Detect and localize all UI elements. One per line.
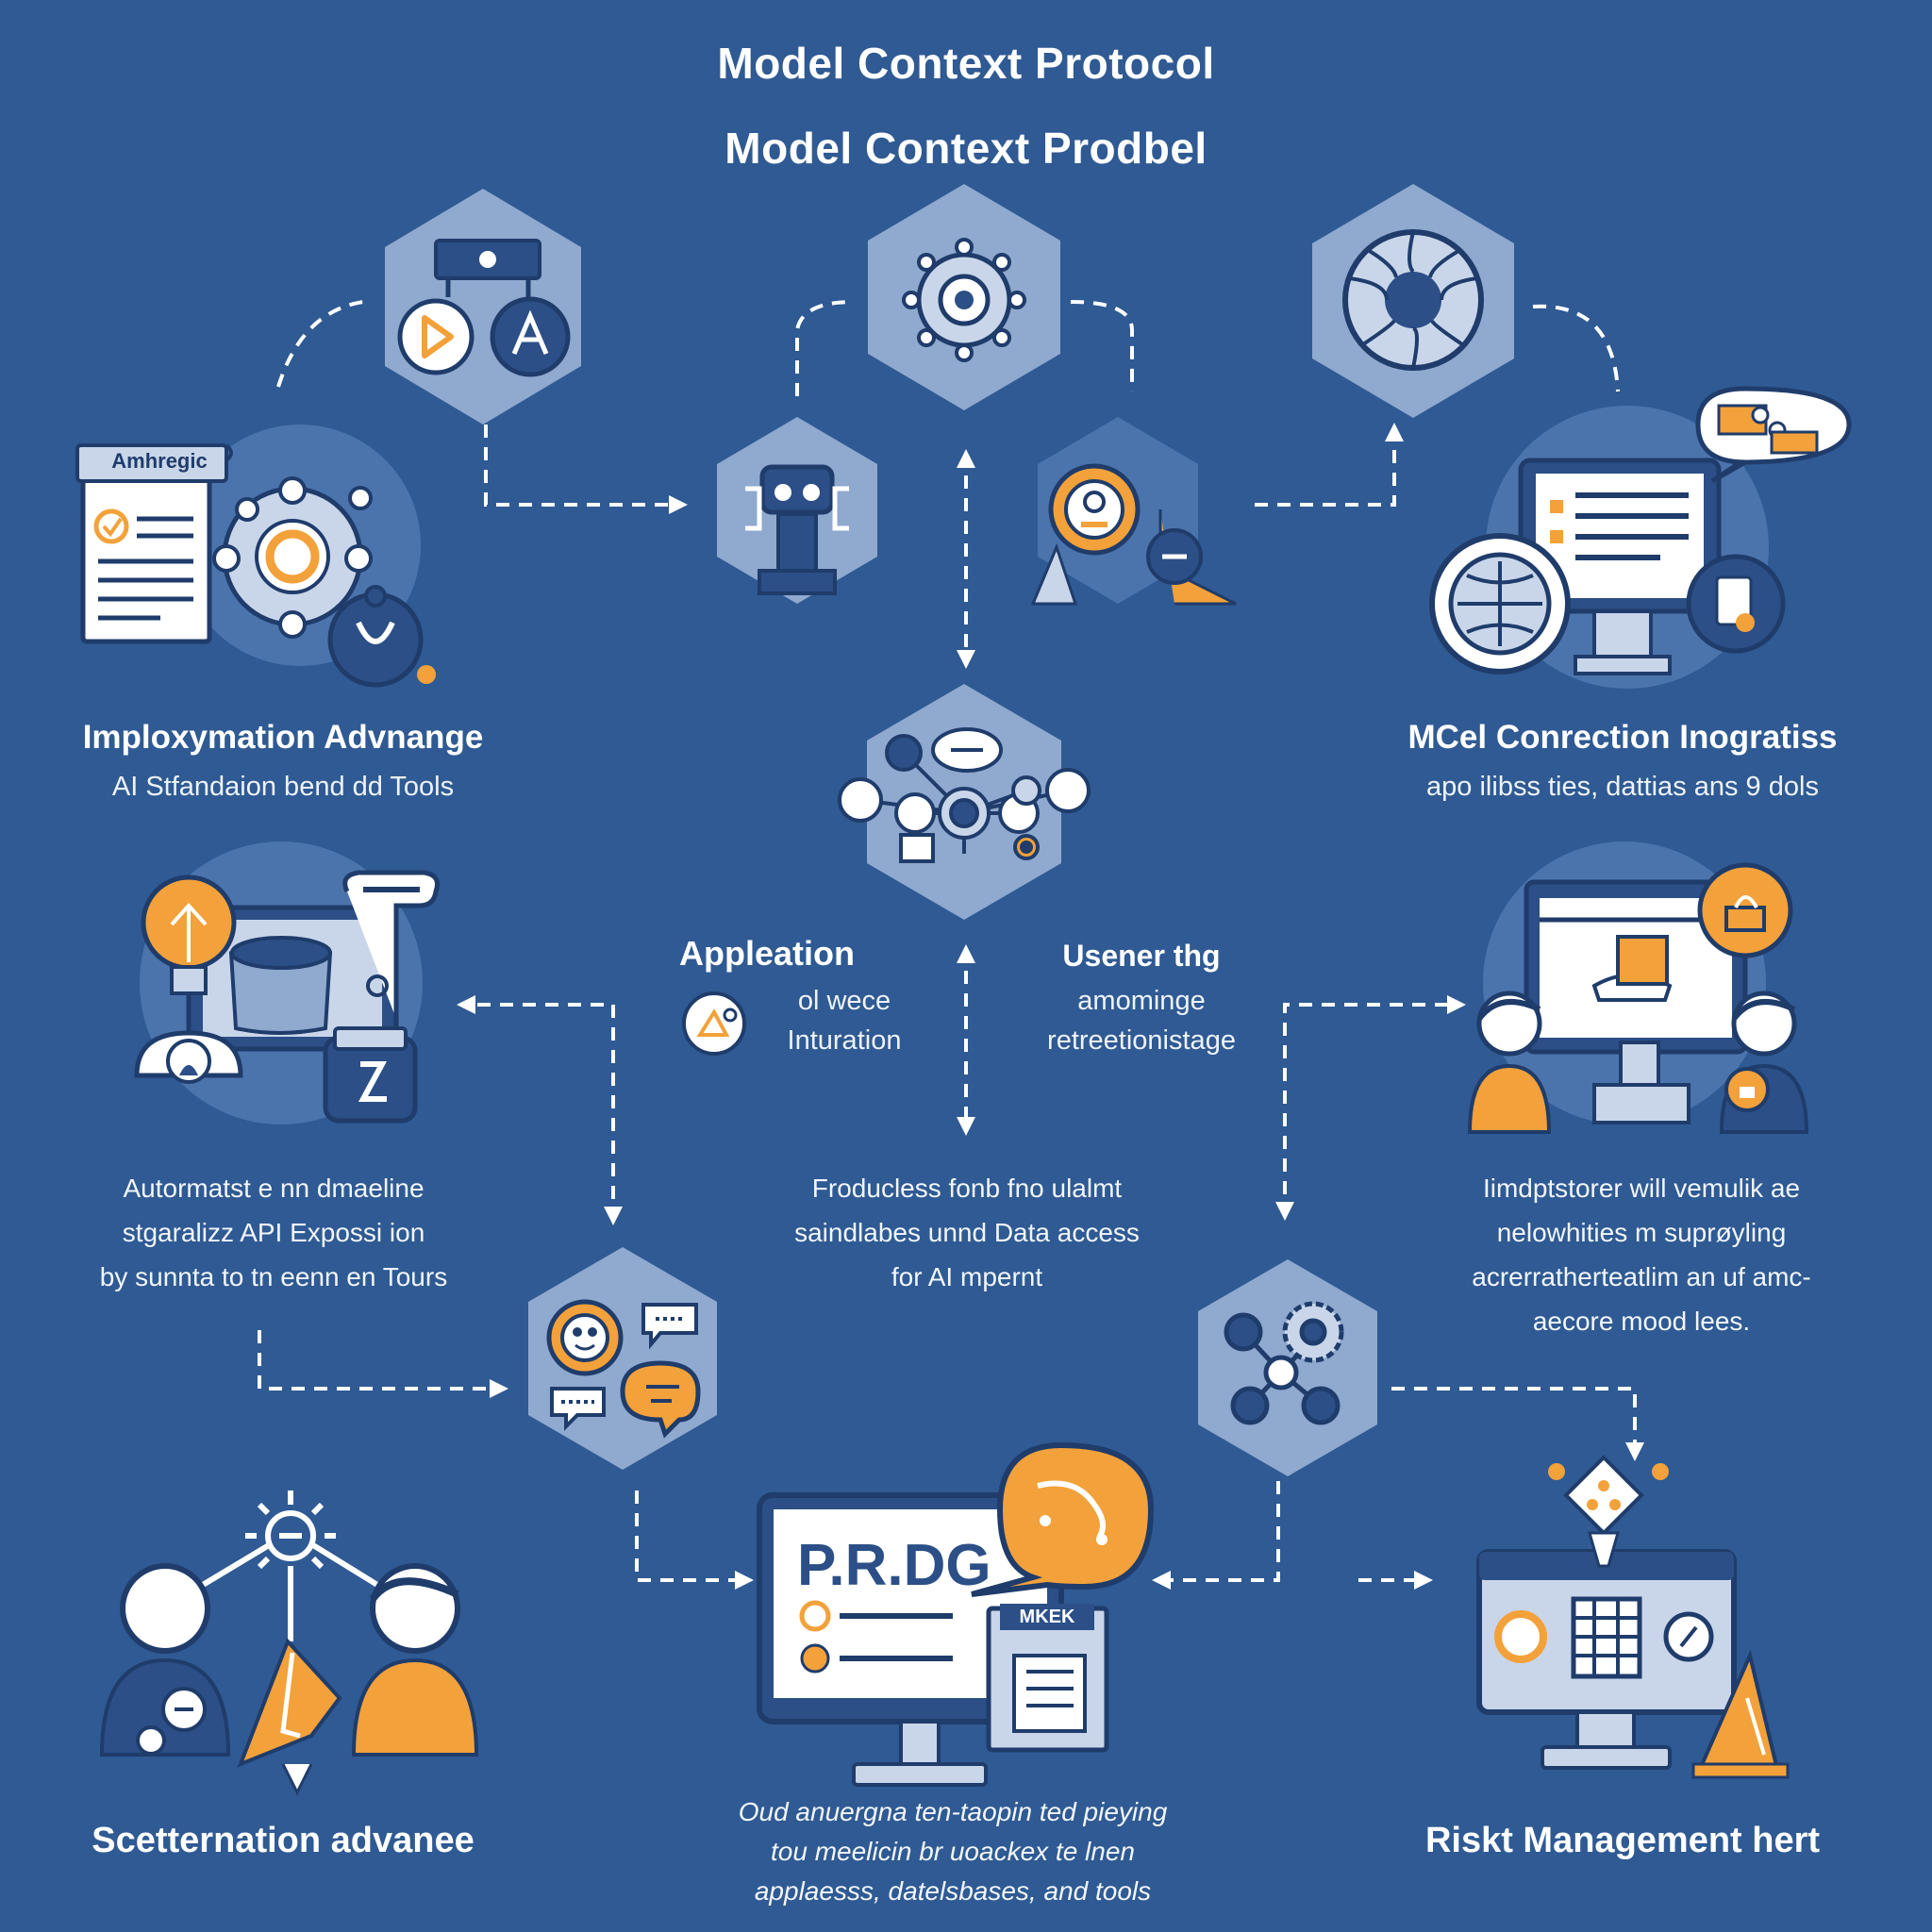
top-right-heading: MCel Conrection Inogratiss [1407,719,1838,756]
dashboard-cluster [1467,841,1809,1134]
mid-center-line: saindlabes unnd Data access [794,1218,1140,1247]
monitor-chat-cluster [1429,386,1852,689]
mid-left-text: Autormatst e nn dmaeline stgaralizz API … [57,1166,491,1299]
connector-chat-to-screen [635,1491,754,1590]
person-left-icon [1467,991,1552,1134]
mid-left-line: stgaralizz API Expossi ion [122,1218,425,1247]
center-right-line1: amominge [1077,986,1206,1016]
lightbulb-cluster [134,841,440,1124]
center-right-heading: Usener thg [1062,939,1221,973]
lightbulb-rays-icon [201,1491,379,1641]
connector-right-up [1255,423,1404,507]
monitor-chat-icon [1429,386,1852,675]
media-hub-icon [397,239,571,377]
bottom-left-heading: Scetternation advanee [92,1821,475,1860]
chat-bubble-icon [971,1441,1155,1597]
connector-gear-to-screen [1152,1481,1280,1590]
mid-left-line: by sunnta to tn eenn en Tours [99,1262,448,1291]
gear-network-icon [212,476,373,639]
prdg-monitor-cluster: P.R.DG MKEK [757,1441,1155,1787]
center-right-line2: retreetionistage [1047,1025,1236,1056]
mid-right-line: aecore mood lees. [1532,1307,1751,1336]
document-gear-cluster [75,425,436,688]
bottom-center-line: Oud anuergna ten-taopin ted pieying [738,1797,1168,1826]
mid-right-text: Iimdptstorer will vemulik ae nelowhities… [1406,1166,1877,1343]
person-right-icon [1719,991,1809,1134]
center-left-line2: Inturation [787,1025,902,1056]
bottom-center-line: tou meelicin br uoackex te lnen [771,1837,1135,1866]
hexagon-media-hub [385,189,581,425]
connector-center-arc-right [1070,300,1134,391]
shield-badge-icon [327,585,436,688]
mid-left-line: Autormatst e nn dmaeline [123,1174,425,1203]
connectors [258,300,1644,1590]
risk-monitor-cluster [1476,1455,1790,1779]
center-left-heading: Appleation [679,934,855,973]
network-sphere-icon [902,238,1026,362]
bottom-right-heading: Riskt Management hert [1424,1821,1821,1860]
connector-mid-right [1275,995,1466,1221]
document-label: Amhregic [111,449,208,473]
connector-gear-to-risk [1391,1387,1644,1461]
mid-center-line: for AI mpernt [891,1262,1043,1291]
mid-right-line: nelowhities m suprøyling [1496,1218,1787,1247]
diagram-subtitle: Model Context Prodbel [724,124,1208,173]
connector-top-left-arc [276,300,364,388]
center-left-line1: ol wece [797,986,891,1016]
hexagon-chat [528,1247,717,1470]
user-badge-icon [1030,463,1237,606]
connector-left-to-server [484,425,688,514]
bottom-center-line: applaesss, datelsbases, and tools [754,1876,1152,1906]
people-collaboration-icon [99,1491,479,1796]
connector-right-arc [1532,304,1620,392]
connector-lower-left [258,1330,508,1398]
people-collaboration-cluster [99,1491,479,1796]
server-icon [745,464,849,595]
globe-sphere-icon [1342,229,1484,371]
top-left-subtitle: AI Stfandaion bend dd Tools [111,772,455,802]
top-right-subtitle: apo ilibss ties, dattias ans 9 dols [1426,772,1819,802]
risk-monitor-icon [1476,1455,1790,1779]
mid-center-line: Froducless fonb fno ulalmt [811,1174,1123,1203]
screen-label: P.R.DG [797,1533,991,1598]
hexagon-server [717,417,877,604]
mid-right-line: Iimdptstorer will vemulik ae [1482,1174,1801,1203]
mid-right-line: acrerratherteatlim an uf amc- [1472,1262,1811,1291]
network-graph-icon [838,727,1091,863]
lightbulb-icon [134,870,440,1124]
mid-center-text: Froducless fonb fno ulalmt saindlabes un… [726,1166,1208,1299]
card-label: MKEK [1020,1607,1075,1627]
document-icon [75,443,233,644]
diagram-title: Model Context Protocol [717,39,1215,88]
chat-bubbles-icon [546,1299,701,1439]
gear-nodes-icon [1224,1301,1344,1425]
hexagon-globe-sphere [1312,184,1514,418]
hexagon-network-sphere [868,184,1060,410]
user-badge-cluster [1030,417,1237,606]
connector-center-arc-left [795,300,855,396]
hexagon-network-graph [838,684,1091,920]
top-left-heading: Imploxymation Advnange [82,719,484,756]
application-badge [682,991,746,1056]
bottom-center-text: Oud anuergna ten-taopin ted pieying tou … [660,1792,1245,1911]
connector-mid-left [457,995,623,1225]
dashboard-monitor-icon [1467,862,1809,1134]
hexagon-gear-nodes [1198,1259,1377,1476]
